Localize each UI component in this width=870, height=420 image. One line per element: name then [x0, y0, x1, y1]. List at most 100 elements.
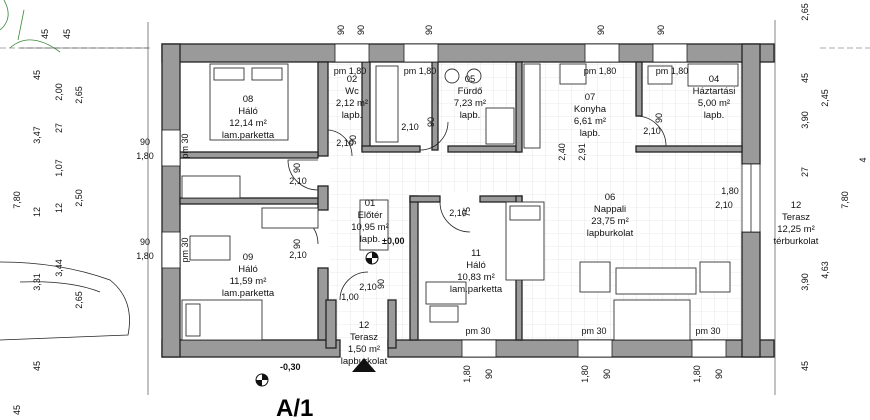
level-marker-floor: [365, 251, 379, 265]
room-name: Wc: [345, 86, 359, 97]
level-marker-outside: [255, 373, 269, 387]
room-finish: lapburkolat: [341, 356, 388, 367]
room-number: 07: [585, 92, 596, 103]
dimension-label: 2,91: [577, 143, 587, 161]
door-width-label: 90: [654, 113, 664, 123]
room-number: 11: [471, 248, 481, 259]
dimension-label: 27: [54, 123, 64, 133]
door-width-label: 75: [462, 207, 472, 217]
door-label: 2,10: [401, 122, 419, 132]
dimension-label: 45: [62, 29, 72, 39]
room-area: 1,50 m²: [348, 344, 380, 355]
door-label: 2,10: [715, 200, 733, 210]
door-width-label: 90: [292, 239, 302, 249]
room-name: Háló: [466, 260, 486, 271]
room-name: Terasz: [350, 332, 378, 343]
section-arrow: [352, 358, 376, 372]
dimension-label: 12: [32, 207, 42, 217]
window-label: pm 30: [581, 326, 606, 336]
room-area: 7,23 m²: [454, 98, 486, 109]
window-label: pm 30: [180, 237, 190, 262]
dimension-label: 45: [800, 73, 810, 83]
door-label: 2,10: [336, 138, 354, 148]
opening-width: 90: [140, 137, 150, 147]
room-area: 23,75 m²: [591, 216, 629, 227]
dimension-label: 90: [484, 369, 494, 379]
room-name: Előtér: [358, 210, 383, 221]
room-number: 02: [347, 74, 358, 85]
room-finish: lapb.: [704, 110, 725, 121]
opening-height: 1,80: [136, 251, 154, 261]
dimension-label: 2,65: [74, 86, 84, 104]
room-area: 10,95 m²: [351, 222, 389, 233]
dimension-label: 1,80: [462, 365, 472, 383]
dimension-label: 2,00: [54, 83, 64, 101]
dimension-label: 90: [596, 25, 606, 35]
dimension-label: 1,07: [54, 159, 64, 177]
door-width-label: 90: [426, 117, 436, 127]
dimension-label: 3,90: [800, 273, 810, 291]
room-name: Nappali: [594, 204, 626, 215]
door-label: 2,10: [643, 126, 661, 136]
dimension-label: 90: [336, 25, 346, 35]
dimension-label: 1,80: [692, 365, 702, 383]
dimension-label: 2,40: [557, 143, 567, 161]
room-name: Háztartási: [693, 86, 736, 97]
window-label: pm 1,80: [404, 66, 437, 76]
dimension-label: 90: [602, 369, 612, 379]
dimension-label: 45: [32, 361, 42, 371]
tile-area-hall: [330, 152, 520, 192]
room-number: 04: [709, 74, 720, 85]
level-outside: -0,30: [280, 362, 301, 372]
tile-area-entry-terrace: [336, 300, 390, 362]
window-label: pm 1,80: [656, 66, 689, 76]
dimension-label: 1,80: [580, 365, 590, 383]
dimension-label: 90: [424, 25, 434, 35]
dimension-label: 4: [858, 157, 868, 162]
room-name: Háló: [238, 106, 258, 117]
dimension-label: 3,44: [54, 259, 64, 277]
level-floor: ±0,00: [382, 236, 404, 246]
door-label: 2,10: [359, 282, 377, 292]
room-area: 2,12 m²: [336, 98, 368, 109]
dimension-label: 2,50: [74, 189, 84, 207]
room-finish: lapburkolat: [587, 228, 634, 239]
room-number: 08: [243, 94, 254, 105]
door-width-label: 90: [376, 279, 386, 289]
room-finish: lam.parketta: [222, 288, 275, 299]
dimension-label: 3,47: [32, 126, 42, 144]
door-label: 2,10: [289, 176, 307, 186]
dimension-label: 2,45: [820, 89, 830, 107]
window-label: pm 1,80: [584, 66, 617, 76]
room-area: 12,25 m²: [777, 224, 815, 235]
dimension-label: 45: [800, 361, 810, 371]
room-name: Háló: [238, 264, 258, 275]
room-finish: lapb.: [342, 110, 363, 121]
dimension-label: 90: [714, 369, 724, 379]
door-width-label: 90: [292, 163, 302, 173]
dimension-label: 7,80: [840, 191, 850, 209]
room-number: 05: [465, 74, 476, 85]
dimension-label: 2,65: [800, 3, 810, 21]
dimension-label: 3,31: [32, 273, 42, 291]
window-label: pm 30: [180, 133, 190, 158]
room-finish: lapb.: [460, 110, 481, 121]
opening-width: 90: [140, 237, 150, 247]
dimension-label: 90: [656, 25, 666, 35]
room-number: 12: [359, 320, 370, 331]
window-label: pm 30: [465, 326, 490, 336]
tile-area-wc: [328, 62, 362, 152]
room-area: 5,00 m²: [698, 98, 730, 109]
room-number: 12: [791, 200, 802, 211]
room-name: Fürdő: [458, 86, 483, 97]
dimension-label: 4,63: [820, 261, 830, 279]
dimension-label: 90: [356, 25, 366, 35]
dimension-label: 12: [54, 203, 64, 213]
section-mark: A/1: [276, 395, 313, 420]
furniture: [181, 63, 739, 341]
dimension-label: 7,80: [12, 191, 22, 209]
room-number: 01: [365, 198, 376, 209]
opening-height: 1,80: [136, 151, 154, 161]
dimension-label: 2,65: [74, 291, 84, 309]
